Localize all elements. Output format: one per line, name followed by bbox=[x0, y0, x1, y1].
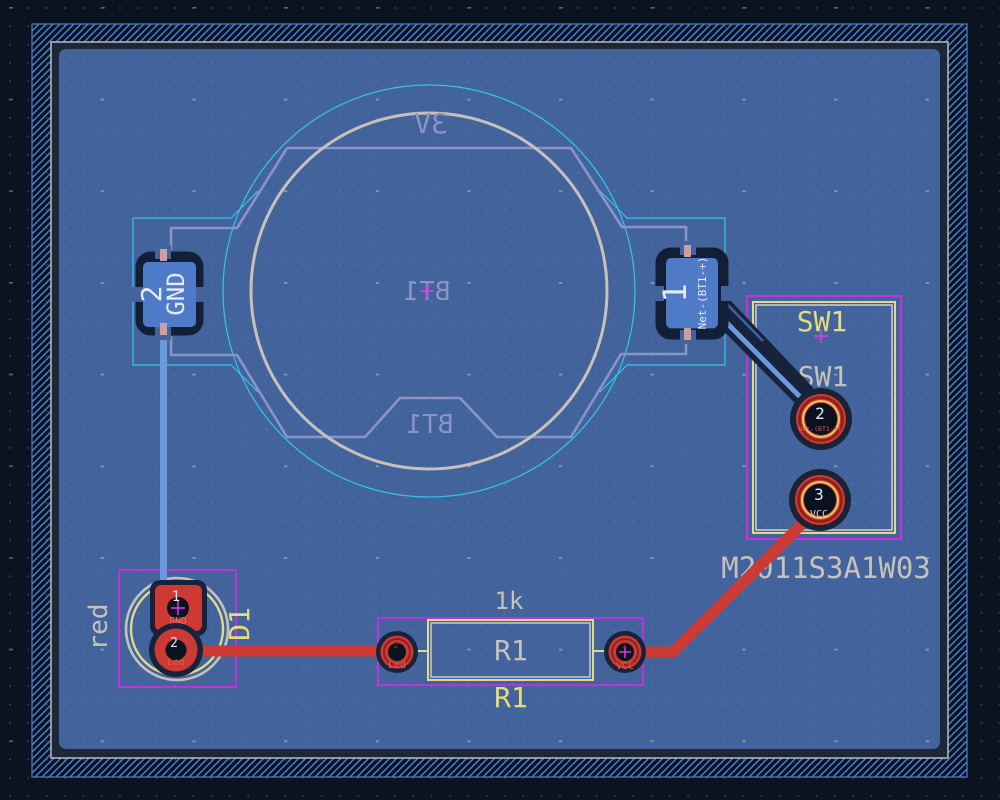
r1-fab-ref-text[interactable]: R1 bbox=[494, 634, 528, 667]
bt1-pin-stub bbox=[160, 323, 167, 335]
bt1-anchor-cross-icon bbox=[420, 284, 434, 298]
r1-pad-2[interactable]: 2 Led bbox=[376, 631, 418, 673]
bt1-value-text[interactable]: 3V bbox=[414, 107, 448, 140]
bt1-silk-ref-text[interactable]: BT1 bbox=[407, 410, 454, 440]
r1-silk-outline[interactable] bbox=[430, 622, 591, 678]
r1-pad1-number: 1 bbox=[621, 641, 626, 651]
footprint-r1[interactable]: 1k R1 R1 bbox=[377, 587, 644, 714]
r1-fab-outline[interactable] bbox=[427, 619, 594, 681]
sw1-pad-2[interactable]: 2 Net-(BT1-+) bbox=[790, 388, 852, 450]
bt1-pad1-number: 1 bbox=[656, 283, 694, 302]
r1-silk-ref-text[interactable]: R1 bbox=[494, 681, 528, 714]
d1-silk-circle[interactable] bbox=[124, 576, 230, 682]
r1-pad2-net: Led bbox=[388, 660, 406, 671]
bt1-silk-circle[interactable] bbox=[249, 111, 609, 471]
board-edge-cuts[interactable] bbox=[50, 41, 949, 759]
footprint-sw1[interactable]: SW1 SW1 M2011S3A1W03 bbox=[721, 295, 931, 585]
sw1-pad-3[interactable]: 3 VCC bbox=[789, 469, 851, 531]
sw1-courtyard bbox=[746, 295, 902, 540]
gnd-zone-fill[interactable] bbox=[59, 49, 940, 749]
r1-pad-1[interactable]: 1 VCC bbox=[604, 631, 646, 673]
sw1-pad2-number: 2 bbox=[815, 404, 825, 423]
d1-value-text[interactable]: red bbox=[84, 604, 114, 651]
bt1-fab-outline[interactable] bbox=[169, 146, 688, 439]
d1-ref-text[interactable]: D1 bbox=[223, 607, 256, 641]
d1-pad-2[interactable]: 2 Led bbox=[149, 623, 203, 677]
d1-anchor-cross-icon bbox=[171, 601, 185, 615]
copper-zone-outline[interactable] bbox=[31, 23, 968, 778]
r1-anchor-cross-icon bbox=[619, 646, 631, 658]
bt1-pad-2[interactable]: 2 GND bbox=[131, 245, 207, 340]
d1-pad1-net: GND bbox=[169, 616, 186, 627]
r1-value-text[interactable]: 1k bbox=[495, 587, 524, 615]
d1-pad1-number: 1 bbox=[172, 589, 180, 605]
sw1-fab-outline[interactable] bbox=[752, 301, 896, 534]
d1-pad2-number: 2 bbox=[170, 636, 178, 651]
r1-pad2-number: 2 bbox=[393, 641, 398, 651]
footprint-bt1[interactable]: 3V BT1 BT1 bbox=[132, 84, 726, 498]
sw1-silk-ref-text[interactable]: SW1 bbox=[797, 305, 848, 338]
sw1-anchor-cross-icon bbox=[814, 329, 828, 343]
bt1-pad-1[interactable]: 1 Net-(BT1-+) bbox=[651, 241, 734, 344]
bt1-pin-stub bbox=[160, 249, 167, 261]
footprint-d1[interactable]: red D1 bbox=[84, 569, 256, 688]
bt1-pad1-net: Net-(BT1-+) bbox=[696, 257, 709, 330]
bt1-pin-stub bbox=[684, 245, 691, 257]
d1-courtyard bbox=[118, 569, 237, 688]
bt1-pad2-number: 2 bbox=[135, 286, 168, 303]
d1-pad-1[interactable]: 1 GND bbox=[150, 580, 207, 636]
sw1-pad3-number: 3 bbox=[814, 485, 824, 504]
bt1-pad2-net: GND bbox=[162, 272, 190, 315]
sw1-pad2-net: Net-(BT1-+) bbox=[798, 425, 841, 433]
bt1-pin-stub bbox=[684, 328, 691, 340]
d1-pad2-net: Led bbox=[167, 657, 184, 668]
r1-pad1-net: VCC bbox=[616, 661, 634, 672]
sw1-pad3-net: VCC bbox=[810, 509, 828, 520]
